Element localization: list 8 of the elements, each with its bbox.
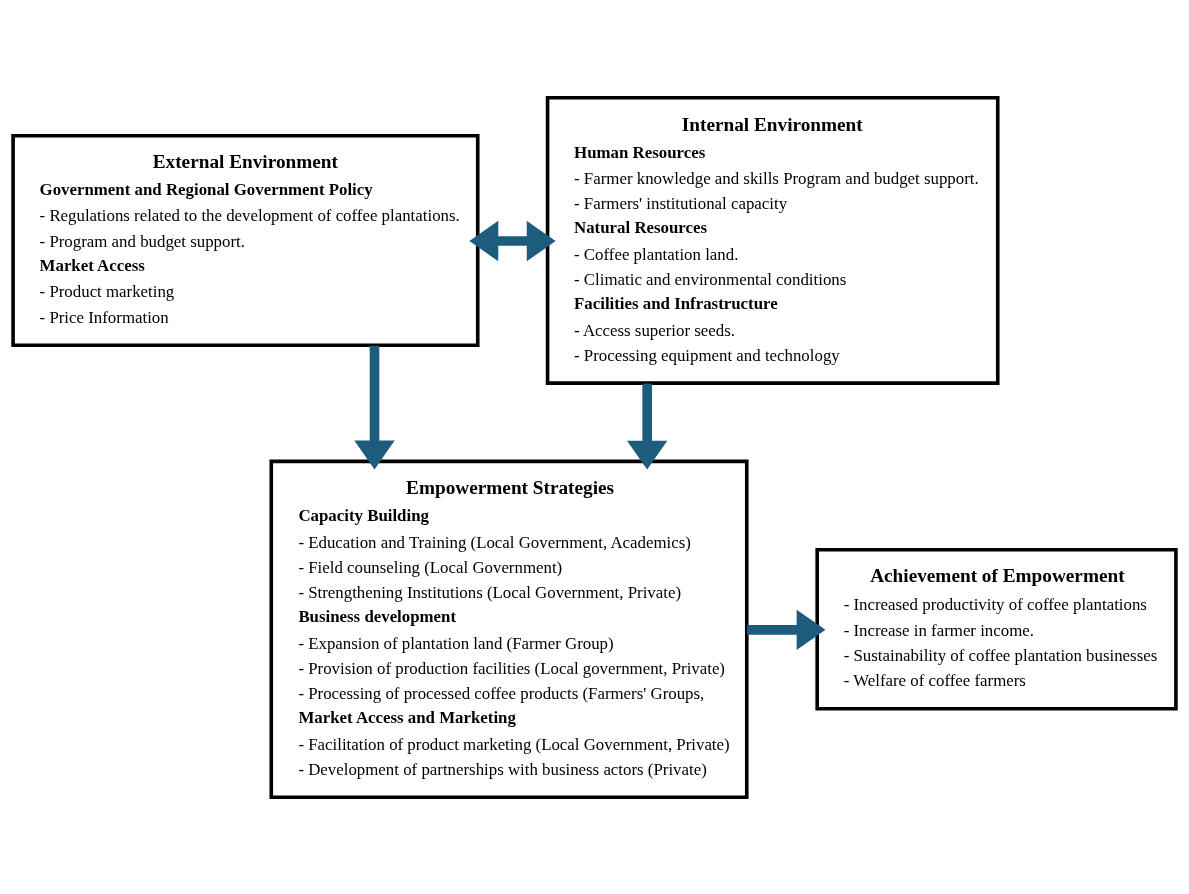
arrow xyxy=(469,220,556,261)
arrow xyxy=(354,345,395,469)
arrow xyxy=(747,609,826,650)
node-box: External Environment Government and Regional Government Policy - Regulations related to the development of coffee plantations. - Program and budget support. Market Access - Product marketing - Price Information xyxy=(11,133,480,347)
node-box: Internal Environment Human Resources - Farmer knowledge and skills Program and budget support. - Farmers' institutional capacity Natural Resources - Coffee plantation land. - Climatic and environmental conditions Facilities and Infrastructure - Access superior seeds. - Processing equipment and technology xyxy=(545,95,1000,385)
node-box: Empowerment Strategies Capacity Building - Education and Training (Local Government, Academics) - Field counseling (Local Government) - Strengthening Institutions (Local Government, Private) Business development - Expansion of plantation land (Farmer Group) - Provision of production facilities (Local government, Private) - Processing of processed coffee products (Farmers' Groups, Market Access and Marketing - Facilitation of product marketing (Local Government, Private) - Development of partnerships with business actors (Private) xyxy=(269,459,749,799)
arrow xyxy=(626,383,668,469)
node-box: Achievement of Empowerment - Increased productivity of coffee plantations - Increase in farmer income. - Sustainability of coffee plantation businesses - Welfare of coffee farmers xyxy=(815,547,1178,710)
